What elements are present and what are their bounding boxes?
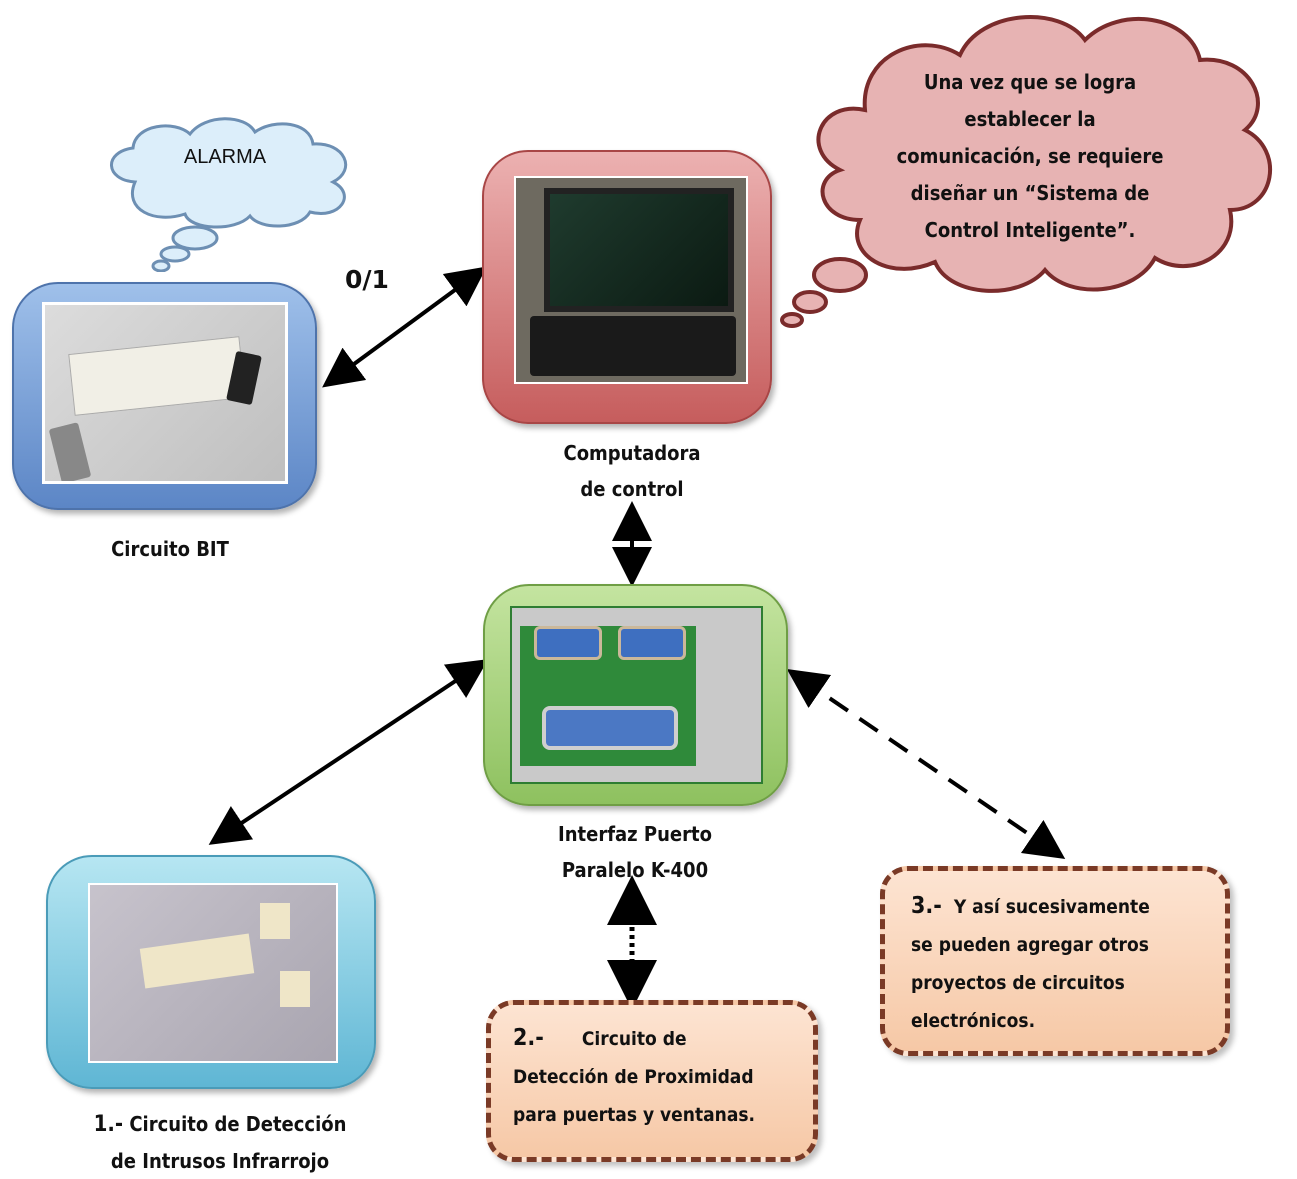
intruder-label: 1.- Circuito de Detección de Intrusos In… xyxy=(70,1106,370,1179)
db25-connector xyxy=(542,706,678,750)
others-line-3: proyectos de circuitos xyxy=(911,972,1125,994)
proximity-line-1: Circuito de xyxy=(581,1028,687,1050)
others-number: 3.- xyxy=(911,893,942,919)
others-box: 3.- Y así sucesivamente se pueden agregar… xyxy=(880,866,1230,1056)
arrow-bit-computer xyxy=(322,266,487,388)
thought-line-3: comunicación, se requiere xyxy=(896,144,1164,168)
intruder-node xyxy=(46,855,376,1089)
thought-line-4: diseñar un “Sistema de xyxy=(910,181,1150,205)
computer-label-line-1: Computadora xyxy=(563,441,701,465)
laptop-base xyxy=(530,316,736,376)
computer-label-line-2: de control xyxy=(580,477,684,501)
intruder-label-line-2: de Intrusos Infrarrojo xyxy=(110,1149,330,1173)
proximity-line-3: para puertas y ventanas. xyxy=(513,1104,756,1126)
thought-line-2: establecer la xyxy=(964,107,1096,131)
bit-circuit-photo xyxy=(42,302,288,484)
intruder-photo xyxy=(88,883,338,1063)
arrow-interface-intruder xyxy=(208,659,489,845)
interface-label-line-1: Interfaz Puerto xyxy=(558,822,712,846)
thought-line-1: Una vez que se logra xyxy=(923,70,1137,94)
interface-label: Interfaz Puerto Paralelo K-400 xyxy=(520,816,750,888)
computer-label: Computadora de control xyxy=(532,435,732,507)
intruder-number: 1.- xyxy=(93,1112,124,1137)
interface-node xyxy=(483,584,788,806)
arrow-interface-others xyxy=(786,668,1066,860)
proximity-number: 2.- xyxy=(513,1025,544,1051)
proximity-line-2: Detección de Proximidad xyxy=(513,1066,754,1088)
interface-label-line-2: Paralelo K-400 xyxy=(561,858,709,882)
sensor-small-2 xyxy=(280,971,310,1007)
alarm-cloud-text: ALARMA xyxy=(183,146,267,168)
bit-circuit-label: Circuito BIT xyxy=(111,537,229,561)
thought-cloud xyxy=(780,15,1272,328)
computer-node xyxy=(482,150,772,424)
others-line-1: Y así sucesivamente xyxy=(953,896,1150,918)
thought-line-5: Control Inteligente”. xyxy=(924,218,1136,242)
sensor-small-1 xyxy=(260,903,290,939)
computer-photo xyxy=(514,176,748,384)
thought-cloud-text: Una vez que se logra establecer la comun… xyxy=(880,64,1180,249)
intruder-label-line-1: Circuito de Detección xyxy=(129,1112,347,1136)
db-connector xyxy=(48,422,92,481)
bit-circuit-node xyxy=(12,282,317,510)
others-line-2: se pueden agregar otros xyxy=(911,934,1149,956)
signal-label: 0/1 xyxy=(345,265,389,294)
db9-connector-2 xyxy=(618,626,686,660)
proximity-box: 2.- Circuito de Detección de Proximidad p… xyxy=(486,1000,818,1162)
db9-connector-1 xyxy=(534,626,602,660)
others-line-4: electrónicos. xyxy=(911,1010,1036,1032)
alarm-cloud xyxy=(110,117,348,272)
laptop-screen xyxy=(544,188,734,312)
breadboard xyxy=(68,336,246,416)
sensor-board xyxy=(139,933,255,989)
interface-photo xyxy=(510,606,763,784)
